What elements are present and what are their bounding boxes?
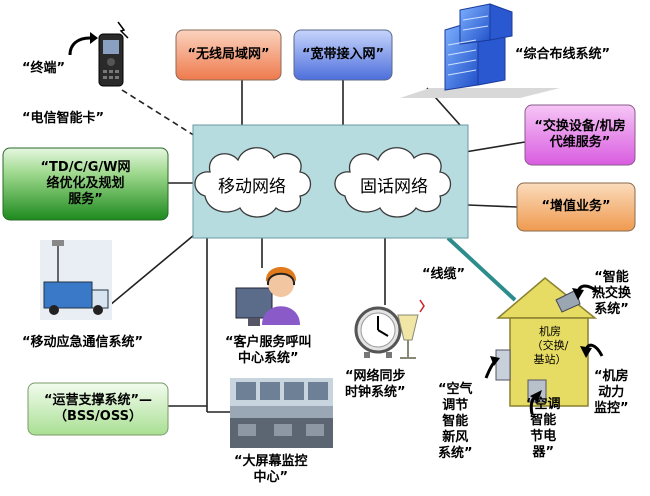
- machine-room-house: [495, 277, 598, 407]
- emergency-vehicle-icon: [40, 240, 112, 320]
- power-monitor-label: “机房 动力 监控”: [594, 369, 629, 416]
- air-conditioner-label: “空调 智能 节电 器”: [526, 397, 561, 460]
- exchange-label: “交换设备/机房 代维服务”: [534, 119, 626, 150]
- telecom-card-dashed-line: [121, 89, 231, 159]
- fresh-air-label: “空气 调节 智能 新风 系统”: [438, 382, 473, 461]
- emergency-label: “移动应急通信系统”: [22, 335, 144, 350]
- value-added-box-bg: [516, 182, 636, 232]
- mobile-phone-icon: [98, 21, 129, 87]
- terminal-arrowhead-icon: [90, 32, 98, 44]
- fixed-network-cloud: [334, 147, 452, 218]
- call-center-agent-icon: [235, 267, 300, 326]
- oss-label: “运营支撑系统”— （BSS/OSS）: [43, 393, 153, 424]
- wlan-label: “无线局域网”: [187, 47, 270, 62]
- cable-label: “线缆”: [422, 267, 466, 282]
- broadband-box-bg: [293, 29, 393, 81]
- heat-exchange-label: “智能 热交换 系统”: [592, 270, 632, 317]
- big-screen-label: “大屏幕监控 中心”: [234, 454, 308, 485]
- monitoring-center-photo: [230, 378, 333, 448]
- machine-room-label: 机房 （交换/ 基站）: [531, 325, 569, 366]
- call-center-label: “客户服务呼叫 中心系统”: [225, 335, 312, 366]
- oss-box-bg: [27, 382, 169, 436]
- td-optimization-label: “TD/C/G/W网 络优化及规划 服务”: [40, 160, 131, 207]
- arrowhead-icons: [490, 288, 592, 402]
- broadband-label: “宽带接入网”: [301, 47, 385, 62]
- mobile-network-cloud: [194, 147, 312, 218]
- telecom-card-label: “电信智能卡”: [22, 111, 105, 126]
- td-box-bg: [2, 147, 169, 221]
- wlan-box-bg: [175, 29, 282, 81]
- clock-sync-label: “网络同步 时钟系统”: [345, 369, 406, 400]
- building-icon: [400, 3, 560, 98]
- mobile-network-text: 移动网络: [218, 177, 286, 197]
- terminal-label: “终端”: [22, 61, 66, 76]
- clock-icon: [354, 306, 402, 358]
- fixed-network-text: 固话网络: [360, 177, 428, 197]
- cable-line: [446, 236, 517, 302]
- champagne-glass-icon: [397, 299, 425, 359]
- terminal-arrow-icon: [68, 36, 91, 56]
- cabling-label: “综合布线系统”: [515, 47, 611, 62]
- exchange-box-bg: [524, 104, 636, 166]
- value-added-label: “增值业务”: [541, 199, 611, 214]
